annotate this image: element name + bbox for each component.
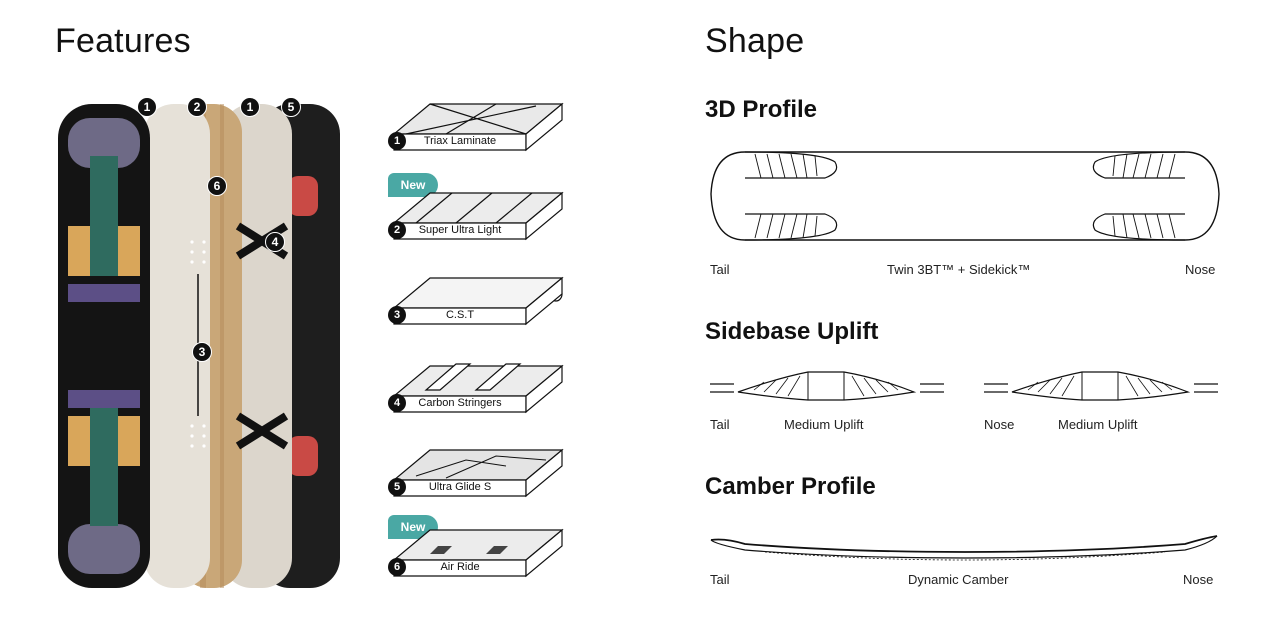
feature-number: 4 xyxy=(388,394,406,412)
feature-label: Super Ultra Light xyxy=(418,224,502,236)
profile-3d-diagram xyxy=(710,151,1220,241)
marker-4: 4 xyxy=(265,232,285,252)
feature-number: 3 xyxy=(388,306,406,324)
feature-label: C.S.T xyxy=(445,309,475,321)
feature-super-ultra-light: Super Ultra Light 2 xyxy=(386,189,568,241)
feature-triax-laminate: Triax Laminate 1 xyxy=(386,100,568,152)
new-badge: New xyxy=(388,515,438,539)
feature-label: Ultra Glide S xyxy=(428,481,492,493)
profile-3d-left-label: Tail xyxy=(710,262,730,277)
feature-label: Carbon Stringers xyxy=(418,397,502,409)
features-title: Features xyxy=(55,22,191,60)
marker-6: 6 xyxy=(207,176,227,196)
feature-label: Air Ride xyxy=(440,561,480,573)
marker-1b: 1 xyxy=(240,97,260,117)
marker-3: 3 xyxy=(192,342,212,362)
feature-carbon-stringers: Carbon Stringers 4 xyxy=(386,362,568,414)
camber-left-label: Tail xyxy=(710,572,730,587)
camber-right-label: Nose xyxy=(1183,572,1214,587)
camber-diagram xyxy=(710,535,1218,561)
marker-2: 2 xyxy=(187,97,207,117)
feature-cst: C.S.T 3 xyxy=(386,274,568,326)
shape-title: Shape xyxy=(705,22,805,60)
feature-number: 2 xyxy=(388,221,406,239)
sidebase-tail-uplift-label: Medium Uplift xyxy=(784,417,864,432)
feature-label: Triax Laminate xyxy=(423,135,497,147)
sidebase-nose-uplift-label: Medium Uplift xyxy=(1058,417,1138,432)
feature-number: 1 xyxy=(388,132,406,150)
profile-3d-right-label: Nose xyxy=(1185,262,1216,277)
sidebase-tail-label: Tail xyxy=(710,417,730,432)
sidebase-diagram-tail xyxy=(710,371,944,401)
feature-number: 6 xyxy=(388,558,406,576)
profile-3d-center-label: Twin 3BT™ + Sidekick™ xyxy=(887,262,1031,277)
marker-5: 5 xyxy=(281,97,301,117)
marker-1a: 1 xyxy=(137,97,157,117)
camber-title: Camber Profile xyxy=(705,473,876,500)
sidebase-nose-label: Nose xyxy=(984,417,1015,432)
sidebase-diagram-nose xyxy=(984,371,1218,401)
camber-center-label: Dynamic Camber xyxy=(908,572,1009,587)
feature-number: 5 xyxy=(388,478,406,496)
profile-3d-title: 3D Profile xyxy=(705,96,818,123)
feature-air-ride: Air Ride 6 xyxy=(386,526,568,578)
feature-ultra-glide-s: Ultra Glide S 5 xyxy=(386,446,568,498)
sidebase-title: Sidebase Uplift xyxy=(705,318,879,345)
